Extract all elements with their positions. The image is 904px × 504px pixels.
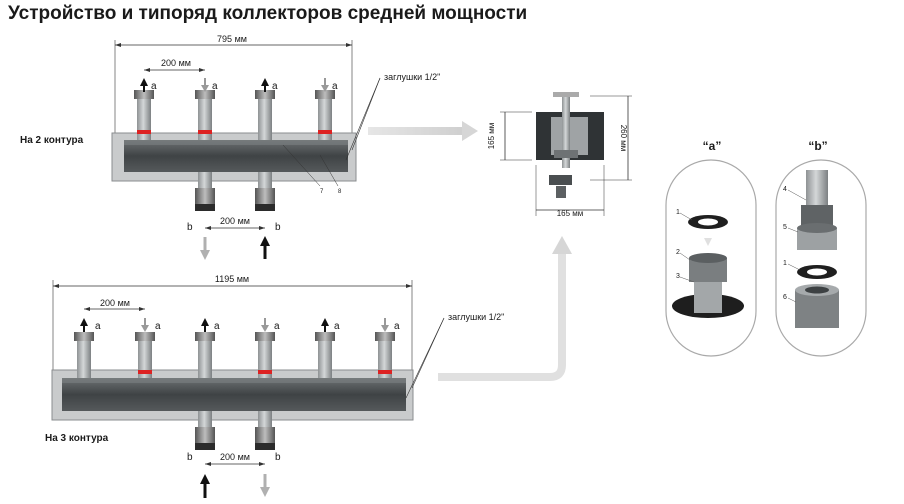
return-pipes xyxy=(195,172,275,211)
collector-3-circuits: 1195 мм 200 мм a a a xyxy=(45,274,504,498)
page-title: Устройство и типоряд коллекторов средней… xyxy=(8,3,528,24)
svg-text:b: b xyxy=(275,452,281,463)
connector-arrow-top xyxy=(368,121,478,141)
dim-165-left: 165 мм xyxy=(487,123,496,150)
supply-pipes xyxy=(134,90,335,140)
svg-text:1: 1 xyxy=(676,209,680,216)
dim-200-top-3: 200 мм xyxy=(100,298,130,308)
caps-label-top: заглушки 1/2" xyxy=(384,72,440,82)
circuits-label-3: На 3 контура xyxy=(45,433,109,444)
svg-text:a: a xyxy=(272,81,278,92)
dim-200-bottom-3: 200 мм xyxy=(220,452,250,462)
svg-text:a: a xyxy=(394,321,400,332)
svg-text:a: a xyxy=(155,321,161,332)
connector-arrow-bottom xyxy=(438,236,572,381)
circuits-label-2: На 2 контура xyxy=(20,135,84,146)
dim-200-bottom: 200 мм xyxy=(220,216,250,226)
supply-pipes-3 xyxy=(74,332,395,378)
flow-arrows-a-3: a a a a a a xyxy=(80,318,400,332)
flow-arrows-a: a a a a xyxy=(140,78,338,92)
dim-795: 795 мм xyxy=(217,34,247,44)
return-pipes-3 xyxy=(195,411,275,450)
svg-text:b: b xyxy=(187,452,193,463)
svg-text:a: a xyxy=(274,321,280,332)
detail-a: “a” 1 2 3 xyxy=(665,139,757,357)
cross-section: 165 мм 260 мм 165 мм xyxy=(487,92,632,218)
dim-200-top: 200 мм xyxy=(161,58,191,68)
svg-text:1: 1 xyxy=(783,260,787,267)
svg-text:8: 8 xyxy=(338,189,342,195)
dim-165-bottom: 165 мм xyxy=(557,209,584,218)
collector-2-circuits: 795 мм 200 мм xyxy=(20,34,440,260)
svg-text:5: 5 xyxy=(783,224,787,231)
detail-b-title: “b” xyxy=(808,139,827,153)
svg-text:a: a xyxy=(151,81,157,92)
svg-text:a: a xyxy=(334,321,340,332)
dim-1195: 1195 мм xyxy=(215,274,249,284)
svg-text:6: 6 xyxy=(783,294,787,301)
svg-text:b: b xyxy=(275,222,281,233)
caps-label-bottom: заглушки 1/2" xyxy=(448,312,504,322)
svg-text:a: a xyxy=(332,81,338,92)
svg-text:3: 3 xyxy=(676,273,680,280)
detail-b: “b” 4 5 1 6 xyxy=(775,139,867,357)
svg-text:a: a xyxy=(214,321,220,332)
svg-text:b: b xyxy=(187,222,193,233)
dim-260-right: 260 мм xyxy=(619,125,628,152)
svg-text:7: 7 xyxy=(320,189,324,195)
svg-text:a: a xyxy=(95,321,101,332)
svg-text:2: 2 xyxy=(676,249,680,256)
detail-a-title: “a” xyxy=(703,139,722,153)
svg-text:4: 4 xyxy=(783,186,787,193)
svg-text:a: a xyxy=(212,81,218,92)
